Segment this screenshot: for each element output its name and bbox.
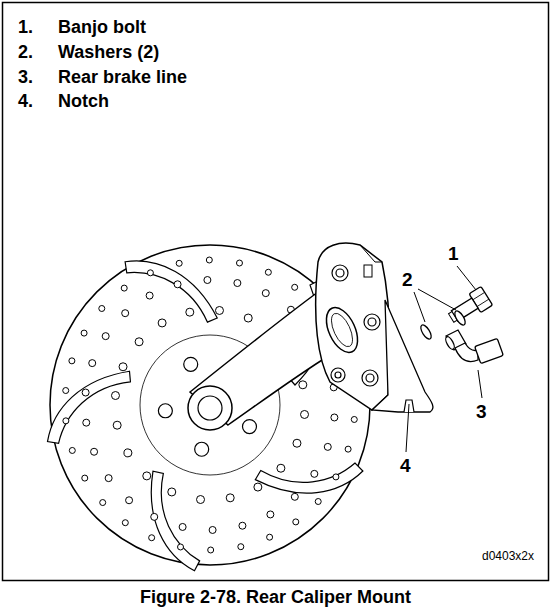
rotor-hole	[122, 310, 129, 317]
rotor-slot	[253, 441, 365, 511]
rotor-hole	[176, 260, 182, 266]
part-name: Notch	[58, 92, 109, 112]
callout-number: 1	[448, 244, 459, 265]
rotor-hole	[179, 523, 186, 530]
rotor-hole	[265, 269, 271, 275]
rotor-hole	[331, 414, 338, 421]
figure-id: d0403x2x	[482, 550, 534, 563]
rotor-hole	[82, 475, 88, 481]
rotor-hole	[147, 270, 153, 276]
rotor-hole	[102, 333, 109, 340]
rotor-hole	[91, 448, 98, 455]
rotor-slot	[126, 467, 220, 575]
rotor-hole	[315, 499, 321, 505]
rotor-slot	[115, 254, 227, 324]
figure-caption: Figure 2-78. Rear Caliper Mount	[140, 588, 411, 608]
rotor-hole	[254, 483, 262, 491]
rotor-hole	[244, 314, 252, 322]
rotor-hole	[119, 363, 127, 371]
rotor-hole	[324, 443, 331, 450]
rotor-hole	[174, 281, 181, 288]
pad-holder	[372, 300, 433, 412]
rotor-hole	[121, 285, 127, 291]
rotor-hole	[234, 280, 241, 287]
rotor-hole	[100, 500, 106, 506]
rotor-hole	[238, 544, 244, 550]
rotor-hole	[168, 488, 176, 496]
rotor-hole	[146, 292, 153, 299]
rotor-hole	[293, 519, 299, 525]
figure-frame	[3, 3, 549, 581]
rotor-hole	[236, 260, 242, 266]
callout-number: 4	[400, 456, 411, 477]
rotor-hole	[345, 446, 351, 452]
rotor-hole	[226, 494, 234, 502]
rotor-hole	[209, 526, 216, 533]
rotor-hole	[197, 496, 205, 504]
part-name: Rear brake line	[58, 68, 187, 88]
rotor-hole	[293, 439, 301, 447]
rotor-hole	[299, 381, 307, 389]
rotor-hole	[105, 475, 112, 482]
rotor-hole	[351, 416, 357, 422]
rotor-hole	[83, 419, 90, 426]
caliper-window	[320, 303, 364, 357]
rotor-hole	[124, 449, 132, 457]
rotor-hole	[267, 534, 273, 540]
callout-number: 2	[402, 270, 413, 291]
rotor-hole	[178, 544, 184, 550]
hub-bolt-hole	[184, 357, 198, 371]
list-number: 2.	[18, 43, 33, 63]
rotor-hole	[69, 447, 75, 453]
hub-bolt-hole	[242, 420, 256, 434]
rotor-hole	[333, 474, 339, 480]
caliper-body	[316, 243, 390, 410]
rotor-hole	[89, 360, 96, 367]
rotor-hole	[239, 522, 246, 529]
rotor-hole	[126, 497, 133, 504]
brake-line	[444, 330, 503, 364]
caliper-bolts	[331, 265, 380, 386]
rotor-hole	[69, 358, 75, 364]
rotor-slot	[41, 352, 135, 460]
rotor-hole	[291, 493, 298, 500]
part-name: Washers (2)	[58, 43, 159, 63]
rotor-hole	[262, 290, 269, 297]
axle-hub	[188, 386, 232, 430]
part-name: Banjo bolt	[58, 18, 146, 38]
banjo-bolt	[445, 286, 492, 327]
rotor-hole	[151, 513, 158, 520]
rotor-hole	[301, 410, 309, 418]
rotor-hole	[135, 338, 143, 346]
hub-bolt-hole	[158, 404, 172, 418]
rotor-hole	[277, 464, 285, 472]
rotor-hole	[208, 547, 214, 553]
rotor-hole	[311, 470, 318, 477]
leader-lines	[406, 266, 482, 452]
rotor-hole	[158, 319, 166, 327]
rotor-hole	[82, 389, 89, 396]
rotor-hole	[149, 535, 155, 541]
rotor-hole	[99, 305, 105, 311]
list-number: 3.	[18, 68, 33, 88]
rotor-hole	[111, 392, 119, 400]
rotor-hole	[63, 388, 69, 394]
list-number: 1.	[18, 18, 33, 38]
rotor-hole	[206, 257, 212, 263]
rotor-hole	[215, 306, 223, 314]
rotor-hole	[292, 284, 298, 290]
rotor-hole	[186, 308, 194, 316]
list-number: 4.	[18, 92, 33, 112]
rotor-hole	[143, 472, 151, 480]
rotor-hole	[81, 330, 87, 336]
rotor-hole	[63, 418, 69, 424]
rotor-hole	[122, 520, 128, 526]
rotor-hole	[113, 421, 121, 429]
callout-number: 3	[476, 402, 487, 423]
rotor-hole	[204, 277, 211, 284]
rotor-hole	[267, 511, 274, 518]
hub-bolt-hole	[195, 442, 209, 456]
